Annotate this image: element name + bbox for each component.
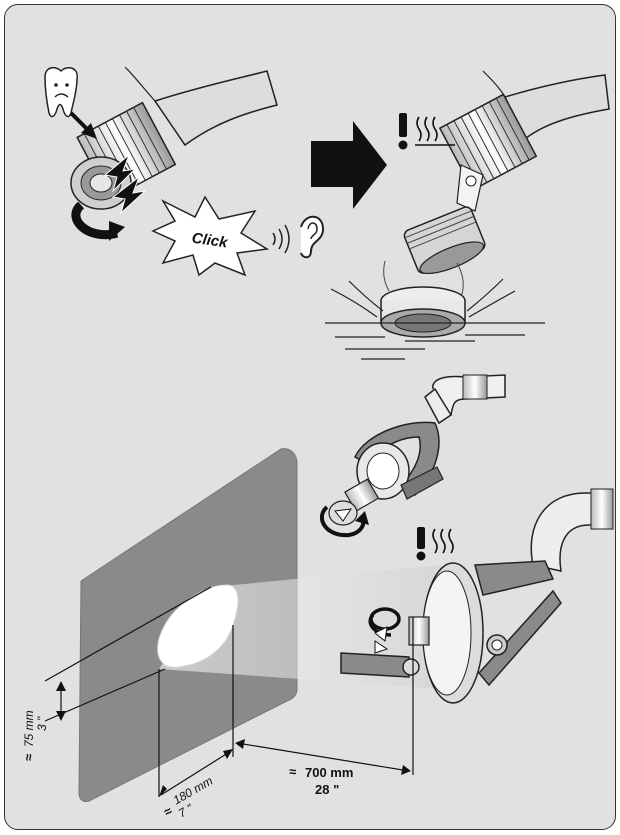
width-dimension-label: ≈ 180 mm 7 " (161, 774, 216, 821)
tooth-sad-icon (44, 66, 78, 118)
instruction-panel: Click (4, 4, 616, 830)
approx-symbol: ≈ (21, 754, 36, 761)
rotate-arrow-icon (71, 201, 125, 241)
lamp-head-large (340, 488, 614, 704)
spot-height-in: 3 " (35, 716, 49, 731)
click-label: Click (191, 230, 230, 252)
lamp-with-handles (320, 374, 506, 538)
heat-waves-icon-2 (432, 528, 454, 554)
distance-dimension-label: ≈ 700 mm 28 " (289, 764, 353, 797)
push-arrows-icon (103, 153, 147, 215)
ear-icon (300, 215, 325, 259)
arrow-right-icon (311, 121, 387, 209)
lamp-head-step2 (325, 70, 610, 360)
click-starburst: Click (151, 195, 270, 277)
approx-symbol-3: ≈ (289, 764, 296, 779)
instruction-illustration: Click (21, 66, 614, 821)
sound-waves-icon (272, 224, 290, 254)
spot-width-mm: 180 mm (171, 774, 216, 808)
floor-lines (325, 278, 545, 360)
warning-exclamation-icon (398, 113, 408, 150)
arrow-to-lens-icon (69, 111, 97, 139)
warning-exclamation-icon-2 (416, 527, 426, 561)
spot-height-mm: 75 mm (22, 710, 36, 747)
distance-mm: 700 mm (305, 765, 353, 780)
lamp-head-step1 (70, 66, 278, 210)
heat-waves-icon (415, 116, 455, 146)
approx-symbol-2: ≈ (161, 803, 175, 820)
dimension-arrowheads (56, 681, 411, 797)
distance-in: 28 " (315, 782, 339, 797)
height-dimension-label: ≈ 75 mm 3 " (21, 710, 49, 761)
